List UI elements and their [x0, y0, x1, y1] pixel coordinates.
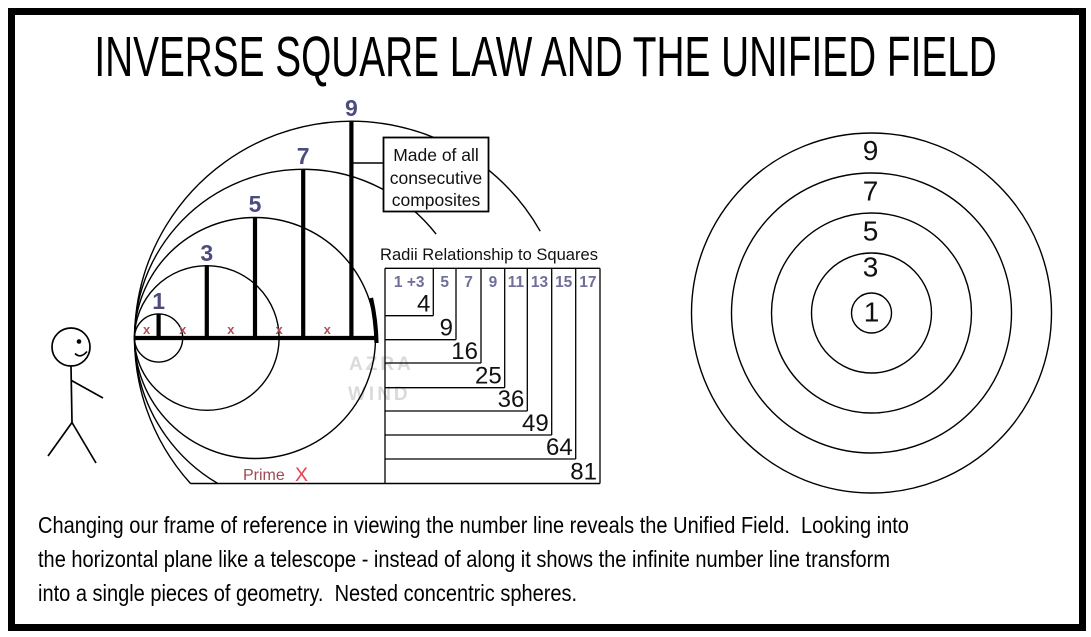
page-title-wrap: INVERSE SQUARE LAW AND THE UNIFIED FIELD — [0, 24, 1091, 90]
vertical-label-1: 1 — [152, 288, 165, 314]
ring-label-3: 3 — [863, 252, 879, 283]
table-header-cell: 9 — [489, 274, 498, 291]
stick-figure-smile — [74, 350, 88, 357]
composites-note-line-1: Made of all — [393, 145, 479, 165]
square-value: 16 — [451, 338, 478, 365]
watermark-line-1: AZRA — [349, 354, 414, 375]
table-header-cell: 11 — [508, 274, 525, 291]
radii-table-headers: 1 +3 5 7 9 11 13 15 17 — [394, 274, 597, 291]
composites-note-box — [382, 136, 490, 213]
caption-line-3: into a single pieces of geometry. Nested… — [38, 580, 578, 606]
composites-note-line-3: composites — [392, 190, 481, 210]
square-value: 81 — [570, 459, 597, 486]
stick-figure-right-leg — [71, 422, 97, 464]
table-header-cell: 7 — [464, 274, 473, 291]
concentric-spheres: 9 7 5 3 1 — [690, 132, 1053, 494]
baseline-end-tick — [368, 297, 379, 344]
prime-word: Prime — [243, 467, 285, 484]
stick-figure-eye — [76, 339, 82, 344]
composites-note-line-2: consecutive — [390, 168, 482, 188]
radii-table: Radii Relationship to Squares — [380, 245, 601, 486]
sphere-ring-1 — [850, 292, 893, 334]
sphere-ring-7 — [730, 172, 1013, 454]
sphere-ring-9 — [690, 132, 1053, 494]
circle-radius-7-arc — [133, 168, 437, 485]
table-header-cell: 13 — [531, 274, 549, 291]
radii-table-lines — [384, 267, 601, 484]
page-title: INVERSE SQUARE LAW AND THE UNIFIED FIELD — [94, 25, 997, 89]
ring-label-7: 7 — [863, 176, 879, 207]
square-value: 36 — [498, 386, 525, 413]
caption-line-1: Changing our frame of reference in viewi… — [38, 512, 909, 538]
composites-note: Made of all consecutive composites — [382, 136, 490, 213]
prime-symbol: X — [295, 464, 308, 486]
vertical-labels: 1 3 5 7 9 — [152, 95, 358, 314]
square-value: 25 — [475, 363, 502, 390]
composite-mark: x — [324, 322, 332, 337]
square-value: 4 — [417, 291, 430, 318]
table-header-cell: 15 — [555, 274, 573, 291]
watermark: AZRA WIND — [348, 354, 414, 405]
composite-mark: x — [179, 322, 187, 337]
caption: Changing our frame of reference in viewi… — [38, 508, 1039, 610]
ring-label-9: 9 — [863, 135, 879, 166]
stick-figure-body — [70, 365, 73, 423]
table-header-cell: 1 +3 — [394, 274, 425, 291]
prime-legend: Prime X — [243, 464, 308, 486]
caption-line-2: the horizontal plane like a telescope - … — [38, 546, 891, 572]
number-line — [134, 121, 379, 344]
vertical-label-3: 3 — [200, 240, 213, 266]
radii-table-heading: Radii Relationship to Squares — [380, 245, 598, 264]
stick-figure — [47, 327, 104, 464]
vertical-label-9: 9 — [345, 95, 358, 121]
ring-label-5: 5 — [863, 216, 879, 247]
sphere-ring-5 — [770, 212, 973, 414]
stick-figure-arm — [71, 379, 104, 399]
composite-mark: x — [143, 322, 151, 337]
square-value: 64 — [546, 434, 573, 461]
vertical-label-5: 5 — [249, 191, 262, 217]
radii-table-squares: 4 9 16 25 36 49 64 81 — [417, 291, 597, 486]
table-header-cell: 17 — [579, 274, 596, 291]
stick-figure-left-leg — [47, 422, 73, 457]
composite-marks: x x x x x — [143, 322, 332, 337]
stick-figure-head — [51, 327, 91, 367]
watermark-line-2: WIND — [348, 384, 411, 405]
table-header-cell: 5 — [440, 274, 449, 291]
square-value: 9 — [440, 315, 453, 342]
composite-mark: x — [275, 322, 283, 337]
ring-label-1: 1 — [864, 297, 880, 328]
square-value: 49 — [522, 410, 549, 437]
vertical-label-7: 7 — [297, 143, 310, 169]
composite-mark: x — [227, 322, 235, 337]
sphere-ring-3 — [810, 252, 933, 374]
